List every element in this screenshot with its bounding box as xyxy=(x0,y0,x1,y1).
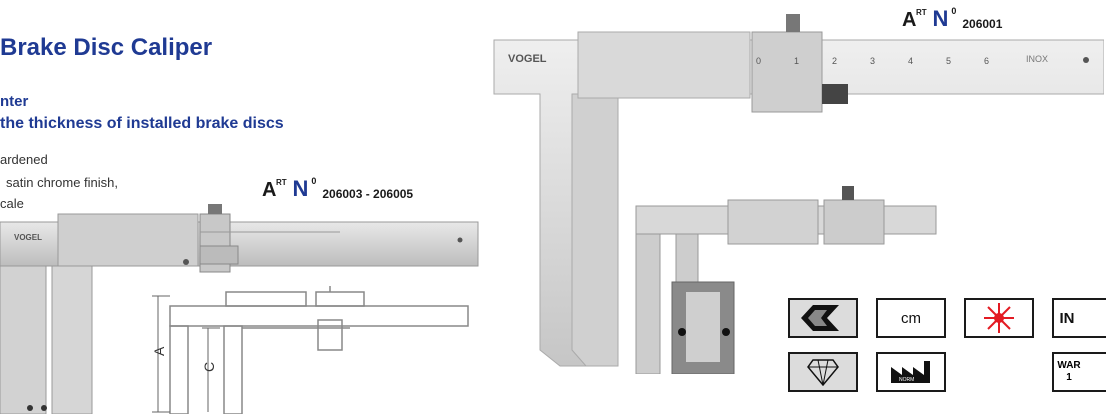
page-title: Brake Disc Caliper xyxy=(0,34,213,61)
art-number-value: 206003 - 206005 xyxy=(322,187,414,201)
feature-line-3: cale xyxy=(0,196,24,211)
laser-etched-icon xyxy=(964,298,1034,338)
inox-label: INOX xyxy=(1026,54,1048,64)
diamond-icon xyxy=(788,352,858,392)
svg-text:1: 1 xyxy=(794,56,799,66)
cm-scale-icon: cm xyxy=(876,298,946,338)
feature-line-2: satin chrome finish, xyxy=(6,175,118,190)
subtitle-line-2: the thickness of installed brake discs xyxy=(0,115,284,132)
brand-logo: VOGEL xyxy=(508,53,547,65)
large-caliper-image: VOGEL INOX 0 1 2 3 4 5 6 xyxy=(493,14,1104,374)
dimension-drawing: A C xyxy=(151,286,469,414)
svg-text:4: 4 xyxy=(908,56,913,66)
norm-factory-icon: NORM xyxy=(876,352,946,392)
svg-text:5: 5 xyxy=(946,56,951,66)
svg-text:3: 3 xyxy=(870,56,875,66)
svg-text:0: 0 xyxy=(756,56,761,66)
dimension-a-label: A xyxy=(151,346,167,356)
caliper-shape-icon xyxy=(788,298,858,338)
svg-text:2: 2 xyxy=(832,56,837,66)
small-caliper-image: VOGEL xyxy=(0,204,479,414)
svg-text:6: 6 xyxy=(984,56,989,66)
dimension-c-label: C xyxy=(201,362,217,372)
art-number-value: 206001 xyxy=(962,17,1003,31)
warranty-icon: WAR 1 xyxy=(1052,352,1106,392)
feature-line-1: ardened xyxy=(0,152,48,167)
brand-logo: VOGEL xyxy=(14,233,42,242)
norm-label: NORM xyxy=(899,377,914,383)
inox-icon: IN xyxy=(1052,298,1106,338)
subtitle-line-1: nter xyxy=(0,93,29,110)
